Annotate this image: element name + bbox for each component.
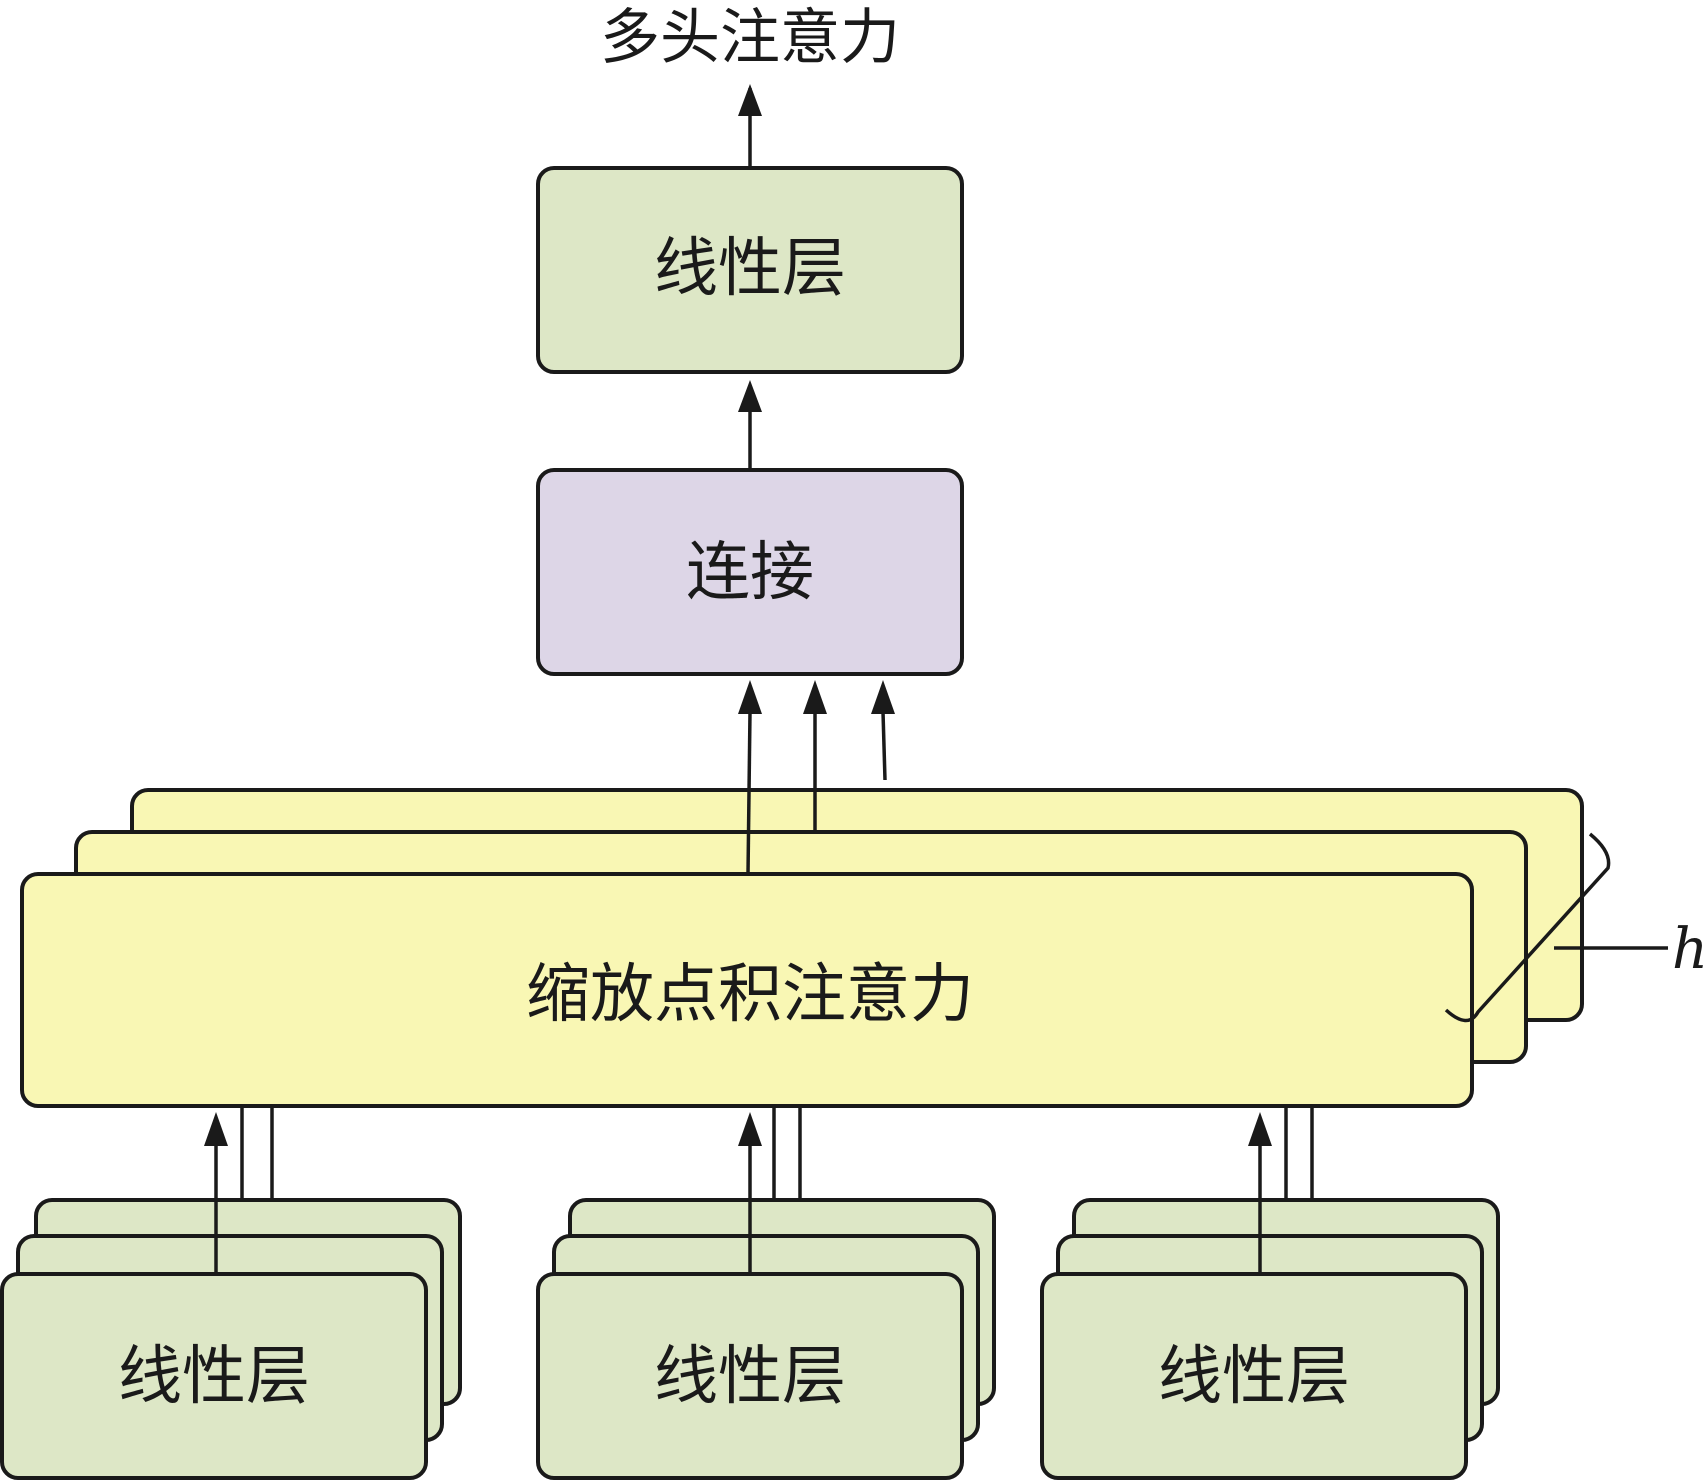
input-arrows-3: [1248, 1106, 1314, 1274]
top-linear-layer: 线性层: [536, 166, 964, 374]
attention-head-front: [20, 872, 1474, 1108]
input-linear-3-label: 线性层: [1158, 1340, 1350, 1414]
input-linear-1-front: [0, 1272, 428, 1480]
input-arrows-1: [204, 1106, 274, 1274]
heads-count-label: h: [1672, 917, 1703, 982]
input-linear-1: 线性层: [0, 1198, 462, 1480]
attention-stack: 缩放点积注意力: [20, 788, 1584, 1108]
head-arrows: [738, 680, 895, 875]
input-linear-3: 线性层: [1040, 1198, 1500, 1480]
output-label: 多头注意力: [600, 3, 900, 73]
concat-block: 连接: [536, 468, 964, 676]
top-linear-label: 线性层: [654, 232, 846, 306]
arrow-concat-to-linear: [738, 380, 762, 470]
concat-box: [536, 468, 964, 676]
concat-label: 连接: [686, 536, 814, 610]
heads-brace: h: [1444, 832, 1703, 1023]
input-linear-2-label: 线性层: [654, 1340, 846, 1414]
input-linear-3-front: [1040, 1272, 1468, 1480]
attention-label: 缩放点积注意力: [526, 958, 974, 1032]
input-linear-1-label: 线性层: [118, 1340, 310, 1414]
top-linear-box: [536, 166, 964, 374]
input-arrows-2: [738, 1106, 802, 1274]
arrow-to-output: [738, 84, 762, 168]
input-linear-2: 线性层: [536, 1198, 996, 1480]
